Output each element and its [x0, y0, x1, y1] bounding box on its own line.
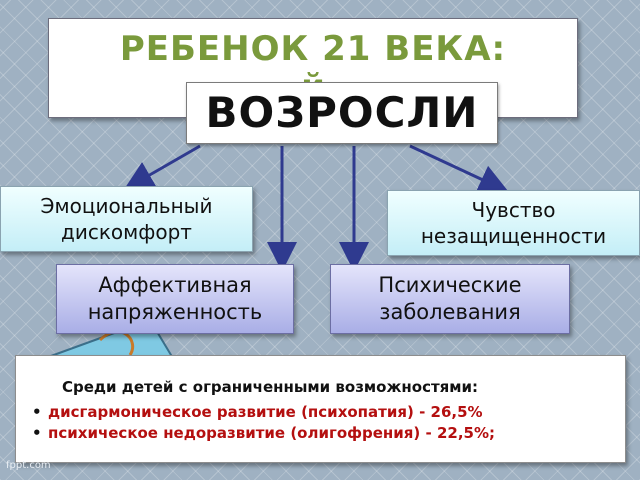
stat-text: психическое недоразвитие (олигофрения) -… — [48, 424, 495, 442]
node-mental-illness: Психические заболевания — [330, 264, 570, 334]
arrow-to-insecurity — [409, 144, 509, 193]
node-insecurity: Чувство незащищенности — [387, 190, 640, 256]
arrow-to-emotional — [123, 144, 201, 190]
slide-title: РЕБЕНОК 21 ВЕКА: — [119, 29, 507, 69]
stat-item: • дисгармоническое развитие (психопатия)… — [32, 402, 611, 423]
stat-item: • психическое недоразвитие (олигофрения)… — [32, 423, 611, 444]
node-label: Чувство незащищенности — [420, 198, 607, 248]
center-node-adults: ВОЗРОСЛИ — [186, 82, 498, 144]
node-affective-tension: Аффективная напряженность — [56, 264, 294, 334]
bullet-icon: • — [32, 403, 42, 421]
stat-text: дисгармоническое развитие (психопатия) -… — [48, 403, 483, 421]
node-emotional-discomfort: Эмоциональный дискомфорт — [0, 186, 253, 252]
center-node-label: ВОЗРОСЛИ — [205, 88, 479, 137]
statistics-heading: Среди детей с ограниченными возможностям… — [62, 378, 479, 396]
node-label: Аффективная напряженность — [87, 273, 263, 324]
node-label: Психические заболевания — [378, 273, 522, 324]
footer-watermark: fppt.com — [6, 460, 51, 471]
statistics-box: Среди детей с ограниченными возможностям… — [15, 355, 626, 463]
node-label: Эмоциональный дискомфорт — [40, 194, 213, 244]
bullet-icon: • — [32, 424, 42, 442]
